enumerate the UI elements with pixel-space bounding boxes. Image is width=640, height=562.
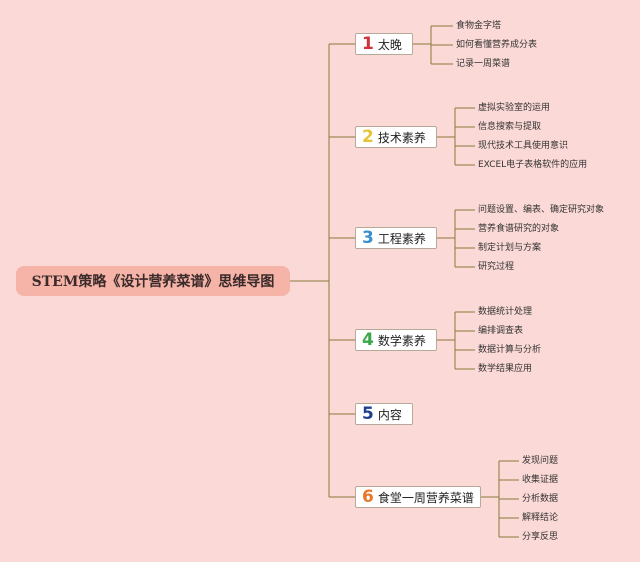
branch-6[interactable]: 6 食堂一周营养菜谱 bbox=[355, 486, 481, 508]
branch-label: 数学素养 bbox=[377, 333, 426, 348]
central-topic[interactable]: STEM策略《设计营养菜谱》思维导图 bbox=[16, 266, 290, 296]
subtopic[interactable]: 研究过程 bbox=[478, 262, 515, 272]
subtopic[interactable]: 解释结论 bbox=[522, 513, 559, 523]
branch-3[interactable]: 3 工程素养 bbox=[355, 227, 437, 249]
subtopic[interactable]: 发现问题 bbox=[522, 456, 559, 466]
branch-2[interactable]: 2 技术素养 bbox=[355, 126, 437, 148]
subtopic[interactable]: 数据计算与分析 bbox=[478, 345, 542, 355]
subtopic[interactable]: 记录一周菜谱 bbox=[456, 59, 511, 69]
branch-label: 工程素养 bbox=[377, 231, 426, 246]
branch-number-3: 3 bbox=[362, 227, 374, 248]
branch-1[interactable]: 1 太晚 bbox=[355, 33, 413, 55]
branch-label: 太晚 bbox=[377, 37, 402, 52]
subtopic[interactable]: 制定计划与方案 bbox=[478, 243, 542, 253]
subtopic[interactable]: 分析数据 bbox=[522, 494, 559, 504]
subtopic[interactable]: 食物金字塔 bbox=[456, 21, 502, 31]
branch-4[interactable]: 4 数学素养 bbox=[355, 329, 437, 351]
subtopic[interactable]: 现代技术工具使用意识 bbox=[478, 141, 569, 151]
branch-label: 技术素养 bbox=[377, 130, 426, 145]
subtopic[interactable]: 虚拟实验室的运用 bbox=[478, 103, 551, 113]
branch-number-5: 5 bbox=[362, 403, 374, 424]
branch-label: 食堂一周营养菜谱 bbox=[377, 490, 474, 505]
branch-5[interactable]: 5 内容 bbox=[355, 403, 413, 425]
subtopic[interactable]: 问题设置、编表、确定研究对象 bbox=[478, 205, 605, 215]
subtopic[interactable]: 编排调查表 bbox=[478, 326, 524, 336]
subtopic[interactable]: 营养食谱研究的对象 bbox=[478, 224, 560, 234]
branch-number-6: 6 bbox=[362, 486, 374, 507]
branch-label: 内容 bbox=[377, 407, 402, 422]
subtopic[interactable]: EXCEL电子表格软件的应用 bbox=[478, 160, 588, 170]
branch-number-1: 1 bbox=[362, 33, 374, 54]
subtopic[interactable]: 分享反思 bbox=[522, 532, 559, 542]
branch-number-2: 2 bbox=[362, 126, 374, 147]
subtopic[interactable]: 数据统计处理 bbox=[478, 307, 533, 317]
subtopic[interactable]: 数学结果应用 bbox=[478, 364, 533, 374]
subtopic[interactable]: 收集证据 bbox=[522, 475, 559, 485]
branch-number-4: 4 bbox=[362, 329, 374, 350]
subtopic[interactable]: 信息搜索与提取 bbox=[478, 122, 542, 132]
subtopic[interactable]: 如何看懂营养成分表 bbox=[456, 40, 538, 50]
